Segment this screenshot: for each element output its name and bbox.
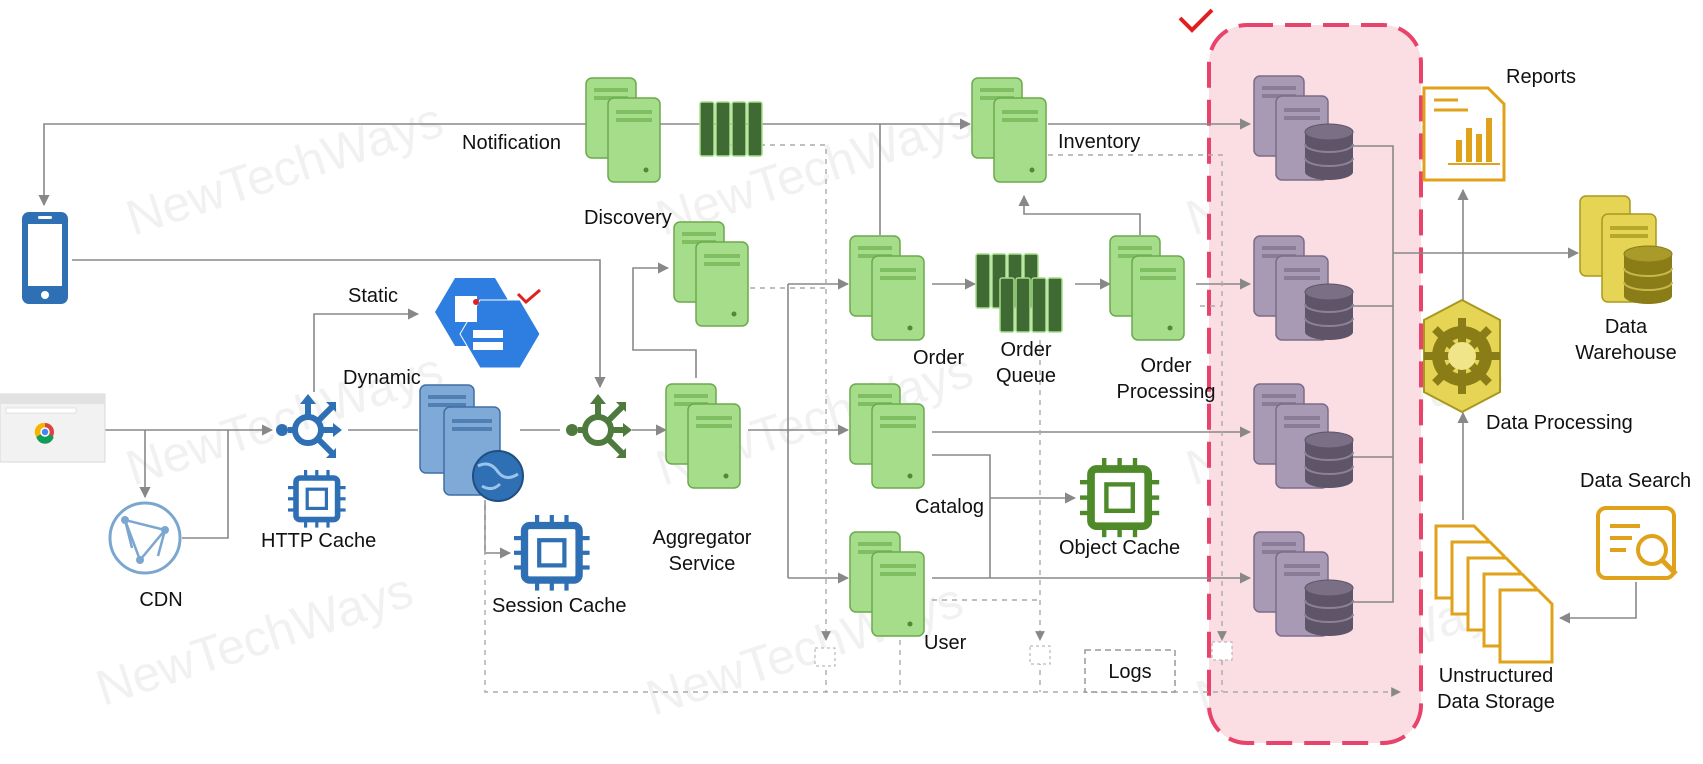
inventory-label: Inventory [1058, 131, 1141, 153]
data-warehouse-label: Data Warehouse [1575, 316, 1677, 364]
order-processing-server-icon [1109, 235, 1185, 341]
log-collector-box [1029, 645, 1051, 665]
user-label: User [924, 632, 967, 654]
load-balancer-icon [276, 394, 342, 458]
mobile-phone-icon [22, 212, 68, 304]
load-balancer-icon [566, 394, 632, 458]
order-queue-label: Order Queue [995, 339, 1057, 387]
reports-icon [1422, 86, 1506, 182]
notification-queue-icon [699, 101, 763, 157]
object-cache-chip-icon [1080, 458, 1159, 537]
data-warehouse-icon [1579, 195, 1673, 304]
http-cache-label: HTTP Cache [261, 530, 377, 552]
reports-label: Reports [1506, 66, 1577, 88]
discovery-server-icon [673, 221, 749, 327]
static-storage-icon [435, 278, 541, 369]
checkmark-icon [1178, 8, 1214, 33]
session-cache-label: Session Cache [492, 595, 627, 617]
catalog-server-icon [849, 383, 925, 489]
dynamic-label: Dynamic [343, 367, 421, 389]
checkmark-icon [516, 288, 541, 305]
object-cache-label: Object Cache [1059, 537, 1181, 559]
catalog-label: Catalog [915, 496, 984, 518]
data-search-label: Data Search [1580, 470, 1692, 492]
unstructured-data-storage-label: Unstructured Data Storage [1437, 665, 1555, 713]
notification-server-icon [585, 77, 661, 183]
order-server-icon [849, 235, 925, 341]
globe-icon [472, 450, 524, 502]
browser-window-icon [0, 393, 106, 463]
data-processing-label: Data Processing [1486, 412, 1633, 434]
order-label: Order [913, 347, 965, 369]
discovery-label: Discovery [584, 207, 672, 229]
data-search-icon [1596, 506, 1678, 580]
logs-label: Logs [1108, 661, 1152, 683]
log-collector-box [814, 647, 836, 667]
notification-label: Notification [462, 132, 561, 154]
aggregator-server-icon [665, 383, 741, 489]
http-cache-chip-icon [288, 470, 346, 528]
logs-box [1084, 649, 1176, 693]
inventory-server-icon [971, 77, 1047, 183]
order-processing-label: Order Processing [1116, 355, 1216, 403]
aggregator-service-label: Aggregator Service [652, 527, 752, 575]
log-collector-box [1211, 641, 1233, 661]
session-cache-chip-icon [514, 515, 590, 591]
unstructured-data-storage-icon [1434, 524, 1554, 664]
static-label: Static [348, 285, 399, 307]
cdn-label: CDN [139, 589, 183, 611]
data-processing-icon [1423, 298, 1501, 414]
user-server-icon [849, 531, 925, 637]
cdn-icon [108, 501, 182, 575]
